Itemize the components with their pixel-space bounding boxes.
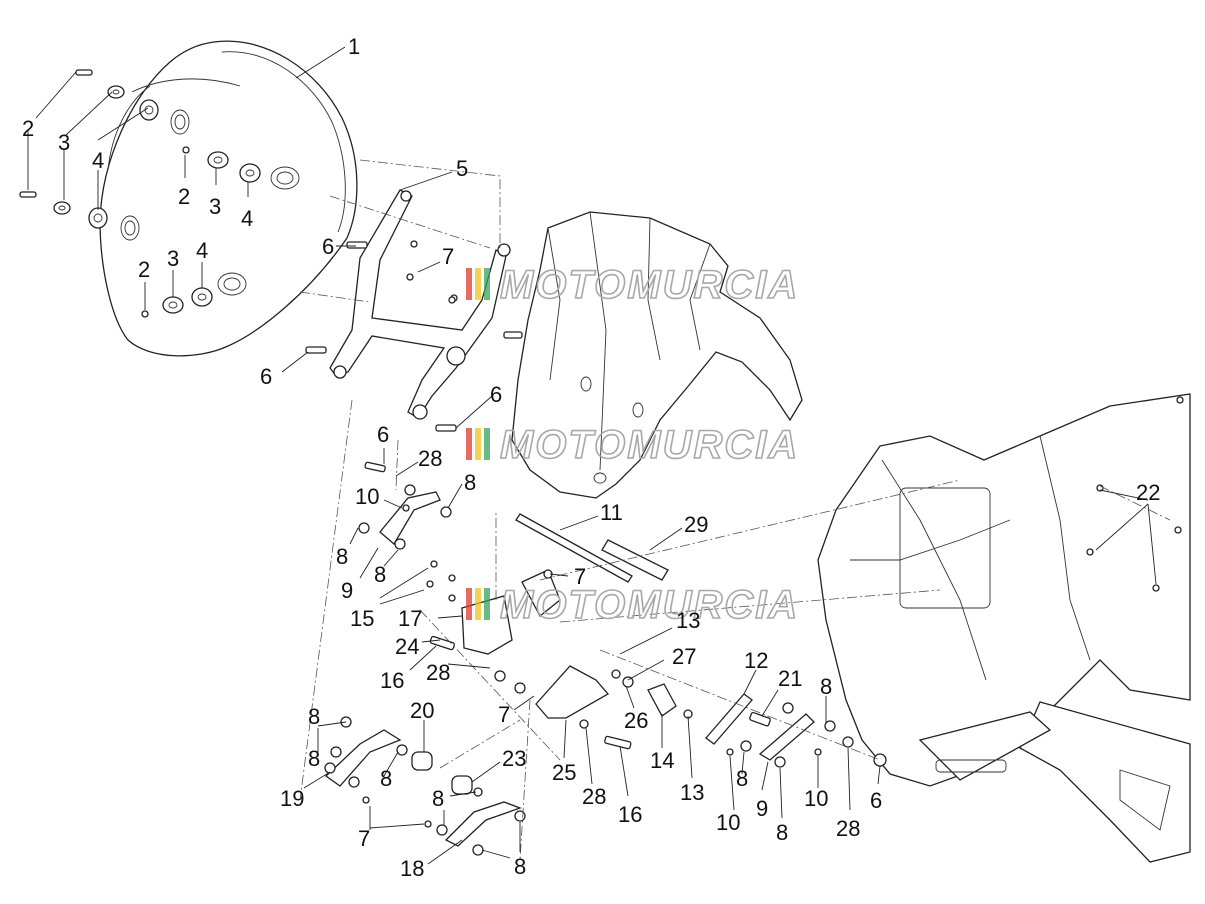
callout-29: 29 xyxy=(684,512,708,537)
callout-8: 8 xyxy=(514,854,526,879)
callout-8: 8 xyxy=(374,562,386,587)
callout-21: 21 xyxy=(778,666,802,691)
callout-2: 2 xyxy=(178,184,190,209)
callout-labels: 1 2 3 4 2 3 4 2 3 4 2 3 4 5 6 7 6 6 6 28… xyxy=(22,34,1160,881)
callout-16: 16 xyxy=(618,802,642,827)
callout-18: 18 xyxy=(400,856,424,881)
callout-19: 19 xyxy=(280,786,304,811)
watermark-text-2: MOTOMURCIA xyxy=(500,423,799,467)
callout-6: 6 xyxy=(377,422,389,447)
callout-8: 8 xyxy=(820,674,832,699)
callout-26: 26 xyxy=(624,708,648,733)
assembly-guide-lines xyxy=(299,159,1171,861)
callout-8: 8 xyxy=(308,704,320,729)
callout-2: 2 xyxy=(22,116,34,141)
callout-2: 2 xyxy=(138,257,150,282)
callout-9: 9 xyxy=(756,796,768,821)
windshield xyxy=(99,40,358,357)
callout-12: 12 xyxy=(744,648,768,673)
callout-3: 3 xyxy=(167,246,179,271)
callout-27: 27 xyxy=(672,644,696,669)
callout-6: 6 xyxy=(322,234,334,259)
callout-4: 4 xyxy=(241,206,253,231)
watermark-text-1: MOTOMURCIA xyxy=(500,263,799,307)
callout-8: 8 xyxy=(432,786,444,811)
callout-28: 28 xyxy=(426,660,450,685)
watermark: MOTOMURCIA MOTOMURCIA MOTOMURCIA xyxy=(466,262,799,628)
leader-lines xyxy=(27,46,1157,865)
callout-1: 1 xyxy=(348,34,360,59)
callout-7: 7 xyxy=(574,564,586,589)
callout-13: 13 xyxy=(676,608,700,633)
callout-10: 10 xyxy=(804,786,828,811)
watermark-stripe xyxy=(466,428,472,460)
callout-17: 17 xyxy=(398,606,422,631)
callout-28: 28 xyxy=(836,816,860,841)
callout-6: 6 xyxy=(260,364,272,389)
callout-14: 14 xyxy=(650,748,674,773)
windshield-bracket xyxy=(305,189,523,432)
callout-8: 8 xyxy=(380,766,392,791)
callout-7: 7 xyxy=(358,826,370,851)
callout-4: 4 xyxy=(92,148,104,173)
callout-5: 5 xyxy=(456,156,468,181)
callout-6: 6 xyxy=(870,788,882,813)
callout-24: 24 xyxy=(395,634,419,659)
watermark-stripe xyxy=(475,268,481,300)
watermark-stripe xyxy=(466,268,472,300)
callout-16: 16 xyxy=(380,668,404,693)
watermark-stripe xyxy=(475,588,481,620)
front-mudguard xyxy=(511,211,803,499)
callout-4: 4 xyxy=(196,238,208,263)
callout-7: 7 xyxy=(498,702,510,727)
callout-22: 22 xyxy=(1136,480,1160,505)
callout-11: 11 xyxy=(600,500,623,525)
callout-10: 10 xyxy=(355,484,379,509)
callout-3: 3 xyxy=(58,130,70,155)
callout-28: 28 xyxy=(582,784,606,809)
watermark-text-3: MOTOMURCIA xyxy=(500,583,799,627)
watermark-stripe xyxy=(484,588,490,620)
callout-7: 7 xyxy=(442,244,454,269)
callout-8: 8 xyxy=(464,470,476,495)
callout-8: 8 xyxy=(336,544,348,569)
callout-8: 8 xyxy=(308,746,320,771)
watermark-stripe xyxy=(484,428,490,460)
callout-28: 28 xyxy=(418,446,442,471)
callout-15: 15 xyxy=(350,606,374,631)
callout-25: 25 xyxy=(552,760,576,785)
callout-8: 8 xyxy=(776,820,788,845)
callout-3: 3 xyxy=(209,194,221,219)
callout-6: 6 xyxy=(490,382,502,407)
callout-8: 8 xyxy=(736,766,748,791)
callout-9: 9 xyxy=(341,578,353,603)
watermark-stripe xyxy=(484,268,490,300)
callout-10: 10 xyxy=(716,810,740,835)
watermark-stripe xyxy=(466,588,472,620)
callout-13: 13 xyxy=(680,780,704,805)
grommet-holes xyxy=(120,109,300,296)
callout-20: 20 xyxy=(410,698,434,723)
callout-23: 23 xyxy=(502,746,526,771)
watermark-stripe xyxy=(475,428,481,460)
adjuster-mechanism xyxy=(324,240,887,856)
